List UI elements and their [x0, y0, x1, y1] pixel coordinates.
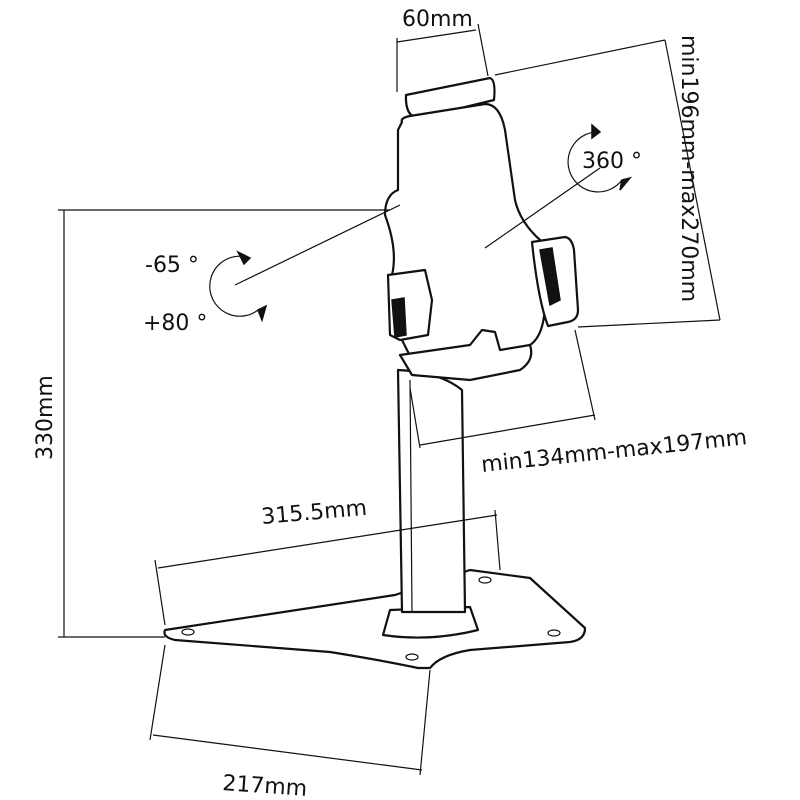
base-width-label: 217mm — [222, 771, 308, 800]
tilt-up-label: -65 ° — [145, 253, 199, 278]
rotation-label: 360 ° — [582, 149, 642, 174]
tablet-height-range-label: min196mm-max270mm — [676, 35, 701, 302]
bottom-clamp — [398, 328, 533, 382]
dimension-lines — [58, 23, 721, 776]
tablet-width-range-label: min134mm-max197mm — [480, 425, 748, 478]
total-height-label: 330mm — [33, 375, 58, 460]
base-screw-holes — [181, 576, 561, 661]
tilt-arrow-icon — [209, 255, 259, 317]
tilt-down-label: +80 ° — [143, 311, 207, 336]
top-clamp — [404, 76, 496, 120]
rotate-arrow-icon — [567, 131, 623, 193]
column — [396, 368, 467, 614]
column-foot — [381, 605, 480, 639]
base-length-label: 315.5mm — [260, 496, 368, 530]
base-plate — [163, 568, 587, 670]
clamp-width-label: 60mm — [402, 7, 473, 32]
